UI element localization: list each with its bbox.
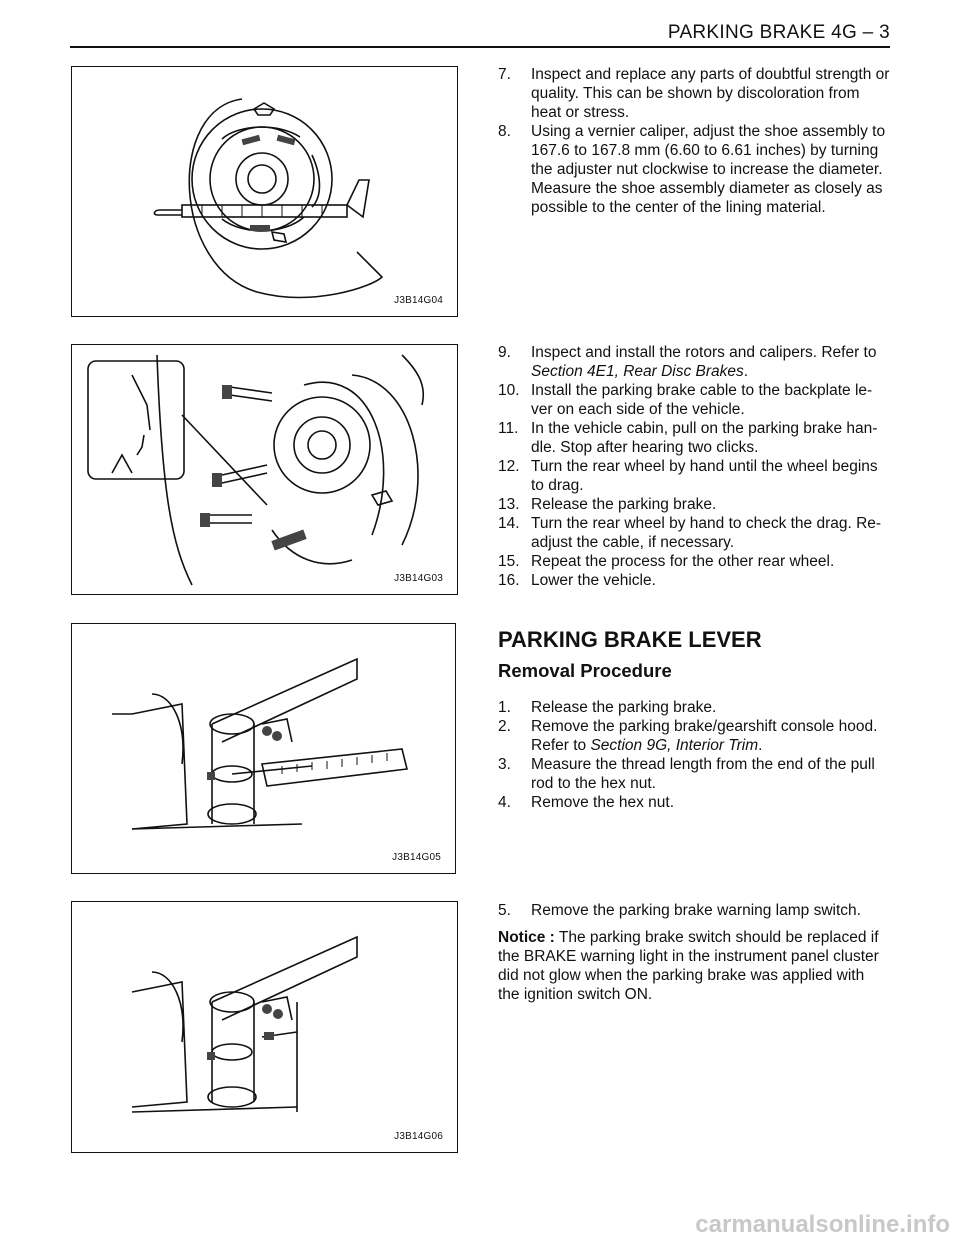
lever-ruler-illustration — [112, 657, 408, 830]
step-text: Release the parking brake. — [531, 699, 717, 716]
figure-label: J3B14G06 — [394, 1131, 443, 1142]
section-3-lever-removal: PARKING BRAKE LEVER Removal Procedure 1.… — [498, 627, 890, 812]
step-3: 3.Measure the thread length from the end… — [498, 756, 875, 792]
notice-text: The parking brake switch should be repla… — [498, 929, 879, 1003]
figure-lever-switch: J3B14G06 — [71, 901, 458, 1153]
page-title: PARKING BRAKE 4G – 3 — [667, 22, 890, 43]
step-text: Measure the thread length from the end o… — [531, 756, 875, 792]
step-text: Install the parking brake cable to the b… — [531, 382, 873, 418]
notice: Notice : The parking brake switch should… — [498, 928, 890, 1004]
page-header: PARKING BRAKE 4G – 3 — [70, 22, 890, 48]
figure-label: J3B14G03 — [394, 573, 443, 584]
step-2: 2.Remove the parking brake/gearshift con… — [498, 718, 878, 754]
figure-label: J3B14G05 — [392, 852, 441, 863]
figure-label: J3B14G04 — [394, 295, 443, 306]
watermark: carmanualsonline.info — [695, 1211, 950, 1238]
step-16: 16.Lower the vehicle. — [498, 572, 656, 589]
section-4-switch: 5.Remove the parking brake warning lamp … — [498, 901, 890, 1004]
step-text: Lower the vehicle. — [531, 572, 656, 589]
step-8: 8.Using a vernier caliper, adjust the sh… — [498, 123, 886, 216]
header-rule — [70, 46, 890, 48]
section-2-steps: 9.Inspect and install the rotors and cal… — [498, 343, 890, 590]
step-text: Inspect and replace any parts of doubtfu… — [531, 66, 890, 121]
hub-cable-illustration — [87, 354, 424, 586]
figure-shoe-caliper: J3B14G04 — [71, 66, 458, 317]
step-text: Turn the rear wheel by hand to check the… — [531, 515, 882, 551]
step-text: Remove the parking brake/gearshift conso… — [531, 718, 878, 754]
figure-hub-cable: J3B14G03 — [71, 344, 458, 595]
step-text: Release the parking brake. — [531, 496, 717, 513]
step-10: 10.Install the parking brake cable to th… — [498, 382, 873, 418]
step-text: Remove the parking brake warning lamp sw… — [531, 902, 861, 919]
step-4: 4.Remove the hex nut. — [498, 794, 675, 811]
section-reference: Section 4E1, Rear Disc Brakes — [531, 363, 744, 380]
section-subheading: Removal Procedure — [498, 660, 672, 681]
step-13: 13.Release the parking brake. — [498, 496, 717, 513]
shoe-caliper-illustration — [153, 98, 384, 299]
step-1: 1.Release the parking brake. — [498, 699, 717, 716]
step-text: Turn the rear wheel by hand until the wh… — [531, 458, 878, 494]
step-15: 15.Repeat the process for the other rear… — [498, 553, 835, 570]
figure-lever-ruler: J3B14G05 — [71, 623, 456, 874]
section-1-steps: 7.Inspect and replace any parts of doubt… — [498, 65, 890, 217]
step-text: Remove the hex nut. — [531, 794, 675, 811]
step-11: 11.In the vehicle cabin, pull on the par… — [498, 420, 878, 456]
lever-switch-illustration — [131, 935, 358, 1113]
step-text: Repeat the process for the other rear wh… — [531, 553, 835, 570]
section-heading: PARKING BRAKE LEVER — [498, 627, 762, 652]
step-9: 9.Inspect and install the rotors and cal… — [498, 344, 877, 380]
step-text: Inspect and install the rotors and calip… — [531, 344, 877, 361]
notice-label: Notice : — [498, 929, 555, 946]
step-12: 12.Turn the rear wheel by hand until the… — [498, 458, 878, 494]
step-14: 14.Turn the rear wheel by hand to check … — [498, 515, 882, 551]
section-reference: Section 9G, Interior Trim — [590, 737, 759, 754]
step-text: Using a vernier caliper, adjust the shoe… — [531, 123, 886, 216]
step-5: 5.Remove the parking brake warning lamp … — [498, 902, 861, 919]
step-text: In the vehicle cabin, pull on the parkin… — [531, 420, 878, 456]
step-7: 7.Inspect and replace any parts of doubt… — [498, 66, 890, 121]
